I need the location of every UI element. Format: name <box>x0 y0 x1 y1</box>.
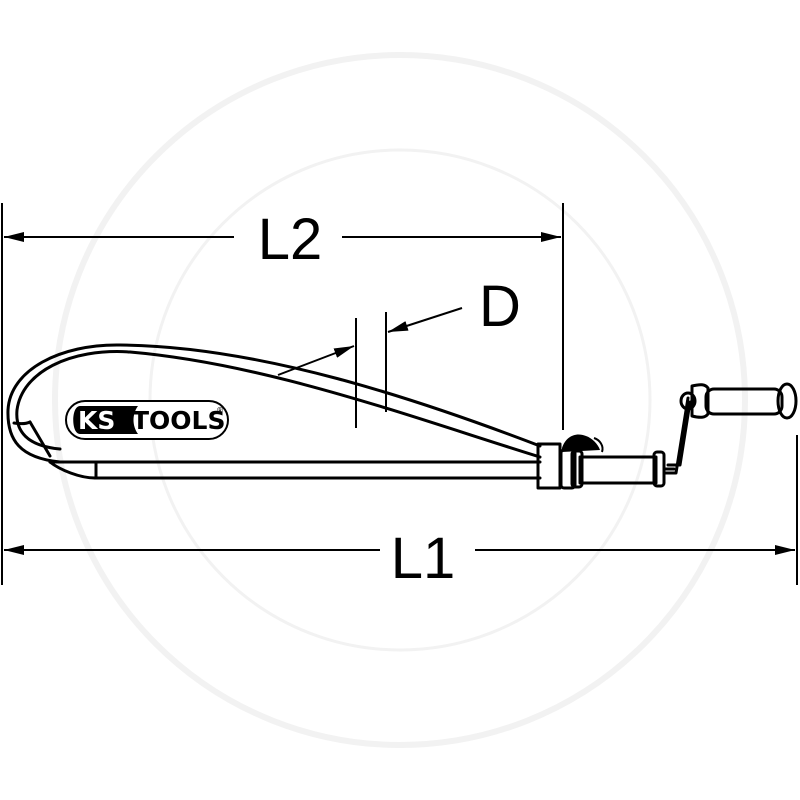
cable-loop <box>6 343 542 480</box>
knurled-nut <box>562 434 604 453</box>
logo-ks-text: KS <box>78 406 115 435</box>
drum-and-crank <box>536 382 798 490</box>
extension-lines <box>1 203 798 585</box>
dimension-l2: L2 <box>4 207 561 272</box>
dimension-label-l1: L1 <box>391 526 456 591</box>
dimension-d: D <box>277 274 521 376</box>
dimension-label-d: D <box>479 274 521 339</box>
dimension-l1: L1 <box>4 526 795 591</box>
dimension-label-l2: L2 <box>258 207 323 272</box>
logo-registered-mark: ® <box>216 406 224 415</box>
ks-tools-logo: KS TOOLS ® <box>65 400 229 440</box>
logo-tools-text: TOOLS <box>132 406 226 435</box>
